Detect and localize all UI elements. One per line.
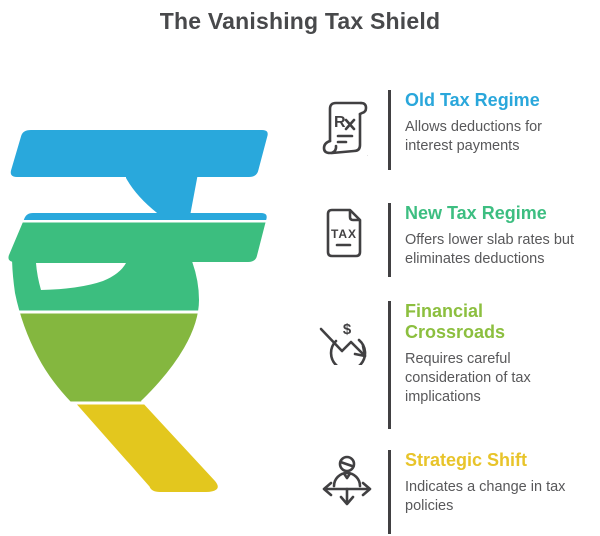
prescription-scroll-icon: R x [318,96,376,156]
dollar-decline-icon: $ [318,307,376,365]
tax-document-icon: TAX [318,205,376,261]
item-title: Old Tax Regime [405,90,540,110]
item-description: Requires careful consideration of tax im… [405,351,531,405]
item-description: Allows deductions for interest payments [405,119,543,154]
svg-text:TAX: TAX [331,227,357,241]
page-title: The Vanishing Tax Shield [159,8,441,34]
list-item-old-tax-regime: R x Old Tax Regime Allows deductions for… [318,90,581,170]
list-item-strategic-shift: Strategic Shift Indicates a change in ta… [318,450,581,534]
divider [388,450,391,534]
divider [388,203,391,277]
item-description: Offers lower slab rates but eliminates d… [405,232,574,267]
divider [388,90,391,170]
item-description: Indicates a change in tax policies [405,479,566,514]
svg-text:$: $ [343,321,352,338]
segmented-rupee-symbol [8,130,268,492]
rupee-segment-top [8,130,268,220]
rupee-segment-upper-middle [8,222,268,311]
person-direction-icon [318,452,376,510]
rupee-segment-lower-middle [8,313,268,402]
list-item-financial-crossroads: $ Financial Crossroads Requires careful … [318,301,581,429]
item-title: Financial Crossroads [405,301,506,342]
item-title: New Tax Regime [405,203,547,223]
svg-text:x: x [367,155,368,156]
divider [388,301,391,429]
rupee-segment-bottom [8,404,268,492]
list-item-new-tax-regime: TAX New Tax Regime Offers lower slab rat… [318,203,581,277]
item-title: Strategic Shift [405,450,528,470]
svg-text:R: R [334,114,346,131]
